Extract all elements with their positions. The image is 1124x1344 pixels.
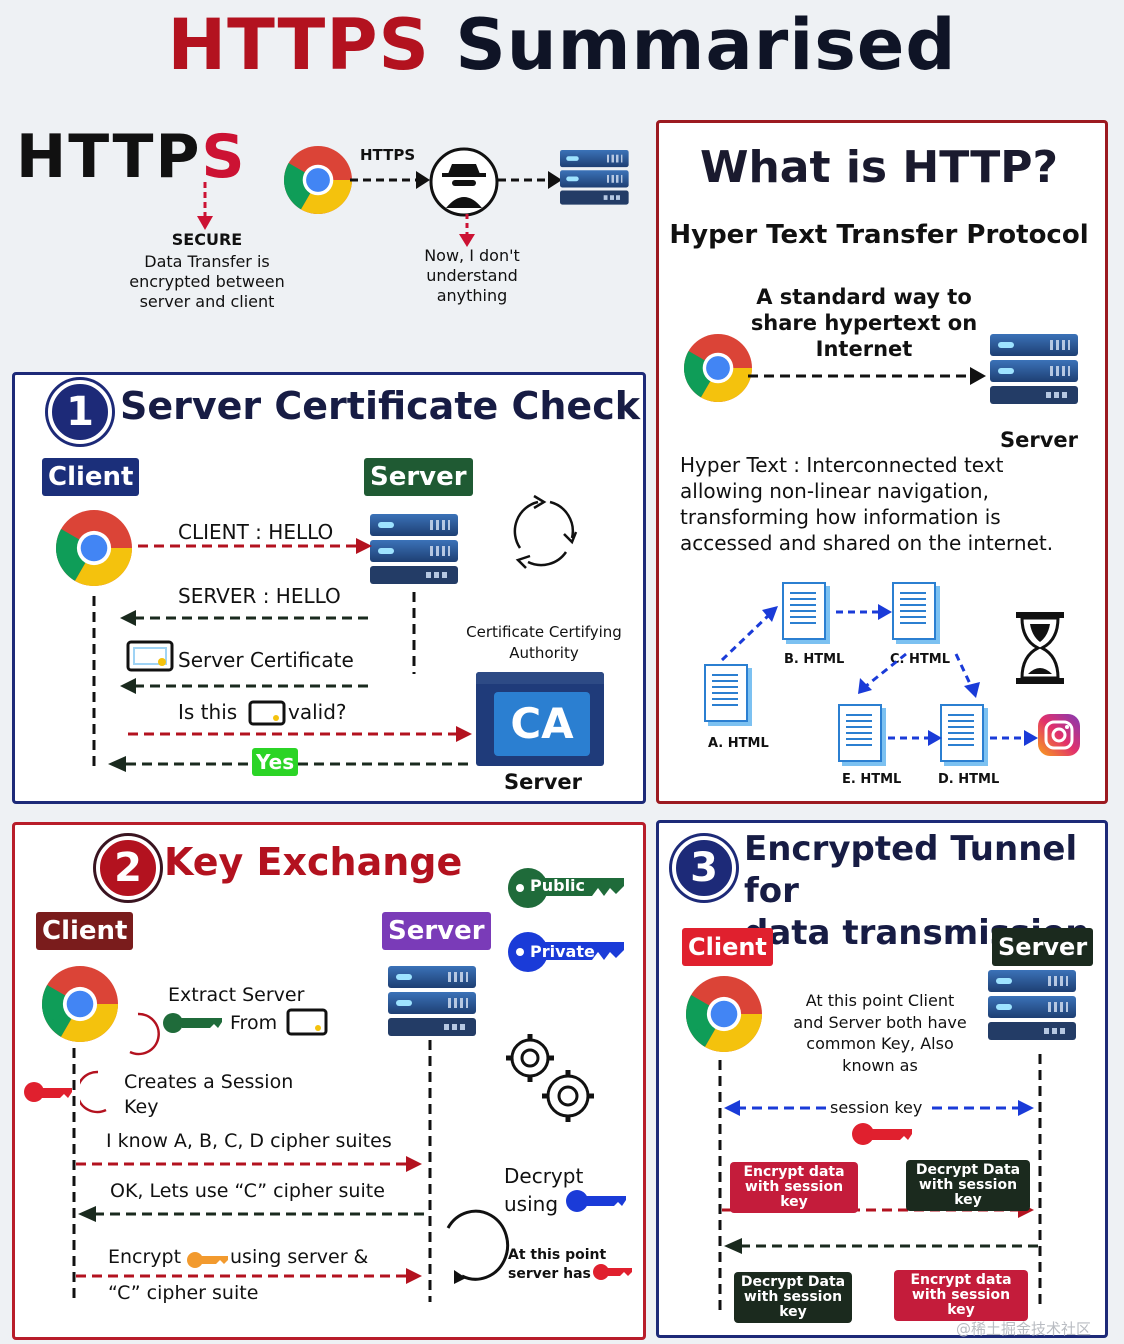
server-tag: Server: [364, 458, 473, 496]
session-key-icon: [187, 1252, 228, 1268]
at-point-label: At this point server has: [508, 1247, 607, 1282]
hourglass-icon: [1016, 612, 1064, 684]
html-doc-icon: [838, 704, 882, 762]
server-icon: [370, 514, 458, 584]
https-arrow: [350, 171, 430, 189]
server-hello-label: SERVER : HELLO: [178, 584, 341, 608]
server-icon: [388, 966, 476, 1036]
public-key-icon: [508, 868, 624, 908]
step-number: 1: [48, 380, 112, 444]
page-title: HTTPS Summarised: [167, 4, 957, 86]
decrypt-client-badge: Decrypt Data with session key: [734, 1272, 852, 1323]
encrypt-label: Encrypt: [108, 1246, 182, 1268]
key-exchange-panel: [12, 822, 646, 1340]
private-key-label: Private: [530, 942, 595, 961]
gears-icon: [506, 1034, 594, 1122]
hacker-text: Now, I don't understand anything: [424, 246, 520, 305]
step-number: 2: [96, 836, 160, 900]
html-doc-icon: [704, 664, 748, 722]
chrome-icon: [42, 966, 118, 1042]
html-doc-icon: [940, 704, 984, 762]
server-cert-label: Server Certificate: [178, 648, 354, 672]
key-exchange-arrows: [72, 1040, 432, 1302]
step-number: 3: [672, 836, 736, 900]
https-heading: HTTPS: [16, 122, 247, 192]
ca-label: Certificate Certifying Authority: [466, 623, 622, 662]
https-arrow-label: HTTPS: [360, 146, 416, 164]
private-key-icon: [508, 932, 624, 972]
watermark: @稀土掘金技术社区: [956, 1320, 1092, 1338]
decrypt-label: Decrypt using: [504, 1164, 584, 1216]
http-subheading: Hyper Text Transfer Protocol: [669, 220, 1089, 250]
ca-server-label: Server: [504, 770, 583, 794]
cipher-ok-label: OK, Lets use “C” cipher suite: [110, 1180, 385, 1202]
encrypt-server-badge: Encrypt data with session key: [894, 1270, 1028, 1321]
session-key-icon: [24, 1082, 72, 1102]
client-tag: Client: [36, 912, 134, 950]
client-tag: Client: [682, 928, 773, 966]
html-doc-icon: [782, 582, 826, 640]
http-standard: A standard way to share hypertext on Int…: [750, 285, 978, 361]
client-tag: Client: [42, 458, 140, 496]
doc-label: B. HTML: [784, 652, 845, 667]
secure-arrow: [197, 182, 213, 230]
session-key-icon: [852, 1123, 912, 1145]
certificate-icon: [248, 700, 286, 726]
decrypt-server-badge: Decrypt Data with session key: [906, 1160, 1030, 1211]
public-key-label: Public: [530, 876, 586, 895]
panel3-heading-line1: Encrypted Tunnel for: [744, 829, 1078, 911]
client-hello-label: CLIENT : HELLO: [178, 520, 334, 544]
https-arrow-2: [498, 171, 562, 189]
encrypt-label-3: “C” cipher suite: [108, 1282, 259, 1304]
session-key-label: session key: [830, 1098, 923, 1117]
encrypt-client-badge: Encrypt data with session key: [730, 1162, 858, 1213]
server-tag: Server: [382, 912, 491, 950]
encrypted-tunnel-panel: [656, 820, 1108, 1338]
valid-label: valid?: [288, 700, 347, 724]
server-icon: [990, 334, 1078, 404]
cipher-know-label: I know A, B, C, D cipher suites: [106, 1130, 392, 1152]
handshake-arrows: [92, 538, 472, 772]
creates-label: Creates a Session Key: [124, 1071, 294, 1118]
session-key-icon: [593, 1264, 632, 1280]
doc-label: A. HTML: [708, 736, 769, 751]
is-this-label: Is this: [178, 700, 238, 724]
panel1-heading: Server Certificate Check: [120, 384, 640, 428]
from-label: From: [230, 1012, 278, 1034]
doc-link-arrows: [720, 604, 1038, 746]
instagram-icon: [1038, 714, 1080, 756]
ca-window: CA: [476, 672, 604, 766]
html-doc-icon: [892, 582, 936, 640]
public-key-icon: [163, 1013, 222, 1033]
http-heading: What is HTTP?: [699, 142, 1059, 193]
certificate-icon: [126, 640, 174, 672]
encrypt-label-2: using server &: [230, 1246, 369, 1268]
private-key-icon: [566, 1190, 626, 1212]
hypertext-desc: Hyper Text : Interconnected text allowin…: [680, 453, 1054, 555]
secure-label: SECURE: [171, 230, 243, 249]
hacker-icon: [429, 147, 499, 217]
loop-arrow: [129, 1012, 160, 1056]
http-server-label: Server: [1000, 428, 1079, 452]
http-arrow: [748, 367, 986, 385]
certificate-icon: [286, 1008, 328, 1036]
refresh-icon: [513, 494, 578, 569]
doc-label: E. HTML: [842, 772, 902, 787]
ca-badge: CA: [494, 692, 590, 756]
server-icon: [988, 970, 1076, 1040]
cycle-arrow: [446, 1209, 510, 1284]
common-key-text: At this point Client and Server both hav…: [793, 991, 967, 1075]
loop-arrow: [80, 1070, 107, 1114]
doc-label: D. HTML: [938, 772, 1000, 787]
yes-badge: Yes: [252, 748, 299, 776]
hacker-arrow: [459, 214, 475, 247]
panel2-heading: Key Exchange: [164, 840, 463, 884]
server-tag: Server: [992, 928, 1094, 966]
secure-desc: Data Transfer is encrypted between serve…: [129, 252, 285, 311]
extract-label: Extract Server: [168, 984, 305, 1006]
chrome-icon: [686, 976, 762, 1052]
server-icon: [560, 150, 629, 205]
